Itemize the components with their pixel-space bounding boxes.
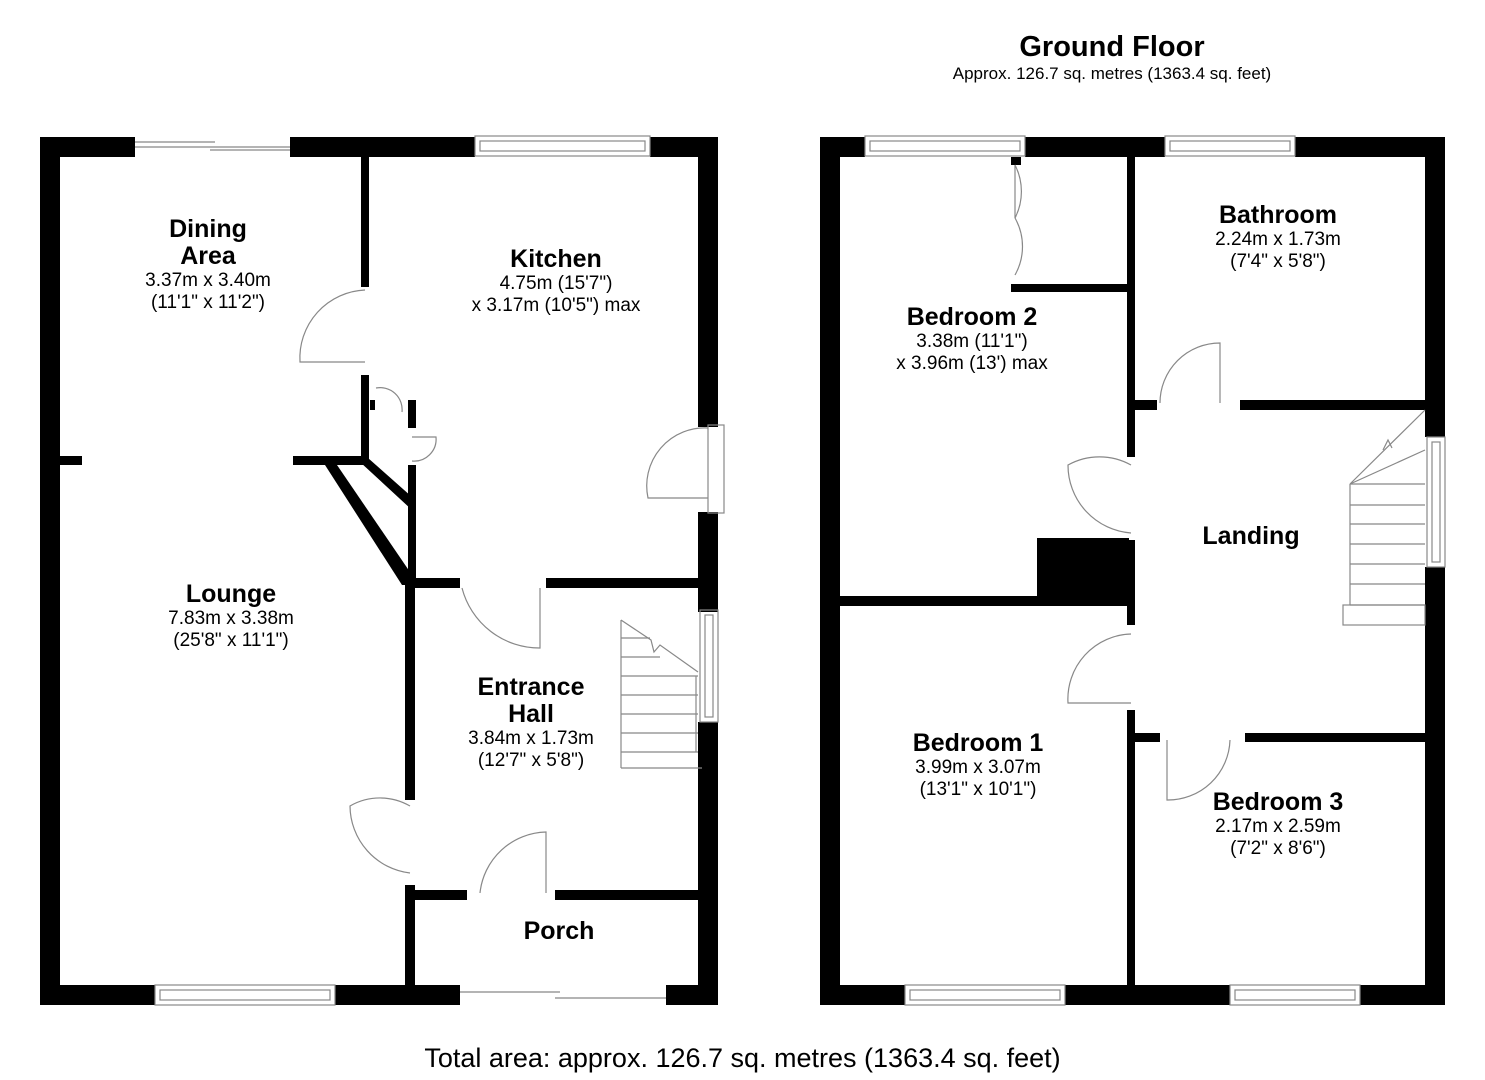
room-entrance-hall: Entrance Hall 3.84m x 1.73m (12'7" x 5'8… xyxy=(468,674,594,772)
floor-title: Ground Floor xyxy=(1019,31,1205,63)
room-dimensions-imperial: (13'1" x 10'1") xyxy=(919,779,1037,800)
room-porch: Porch xyxy=(524,918,595,945)
room-dimensions-metric: 2.17m x 2.59m xyxy=(1215,816,1341,837)
room-landing: Landing xyxy=(1202,523,1299,550)
room-dimensions-metric: 2.24m x 1.73m xyxy=(1215,229,1341,250)
right-plan-walls xyxy=(820,137,1445,1005)
room-dimensions-imperial: x 3.17m (10'5") max xyxy=(471,295,641,316)
room-name: Bedroom 3 xyxy=(1212,788,1344,816)
room-bathroom: Bathroom 2.24m x 1.73m (7'4" x 5'8") xyxy=(1215,202,1341,273)
room-name: Landing xyxy=(1202,522,1300,550)
room-name: Bedroom 2 xyxy=(906,303,1038,331)
room-bedroom-3: Bedroom 3 2.17m x 2.59m (7'2" x 8'6") xyxy=(1213,789,1344,860)
plan-header: Ground Floor Approx. 126.7 sq. metres (1… xyxy=(812,30,1412,84)
room-name-line2: Hall xyxy=(508,700,554,728)
room-dimensions-imperial: (12'7" x 5'8") xyxy=(477,750,585,771)
right-plan-windows-doors xyxy=(864,135,1446,1006)
room-dimensions-imperial: (25'8" x 11'1") xyxy=(173,630,289,651)
room-kitchen: Kitchen 4.75m (15'7") x 3.17m (10'5") ma… xyxy=(472,246,641,317)
left-staircase xyxy=(620,619,702,769)
total-area-footer: Total area: approx. 126.7 sq. metres (13… xyxy=(424,1043,1061,1073)
room-dimensions-metric: 3.99m x 3.07m xyxy=(915,757,1041,778)
room-dimensions-metric: 7.83m x 3.38m xyxy=(168,608,294,629)
room-dimensions-imperial: (11'1" x 11'2") xyxy=(150,292,266,313)
room-dimensions-imperial: (7'2" x 8'6") xyxy=(1230,838,1326,859)
room-dimensions-metric: 3.37m x 3.40m xyxy=(145,270,271,291)
room-name-line2: Area xyxy=(180,242,236,270)
room-dimensions-metric: 4.75m (15'7") xyxy=(499,273,613,294)
room-name: Bathroom xyxy=(1218,201,1338,229)
room-dining-area: Dining Area 3.37m x 3.40m (11'1" x 11'2"… xyxy=(145,216,271,314)
room-bedroom-2: Bedroom 2 3.38m (11'1") x 3.96m (13') ma… xyxy=(896,304,1047,375)
room-name: Kitchen xyxy=(510,245,602,273)
room-dimensions-metric: 3.84m x 1.73m xyxy=(468,728,594,749)
left-plan-walls xyxy=(40,137,718,1005)
room-bedroom-1: Bedroom 1 3.99m x 3.07m (13'1" x 10'1") xyxy=(913,730,1044,801)
room-dimensions-imperial: (7'4" x 5'8") xyxy=(1230,251,1326,272)
room-name: Lounge xyxy=(185,580,277,608)
room-name: Porch xyxy=(523,917,595,945)
left-plan-windows-doors xyxy=(135,135,725,1006)
room-dimensions-metric: 3.38m (11'1") xyxy=(916,331,1028,352)
room-name: Dining xyxy=(169,215,247,243)
floor-area-subtitle: Approx. 126.7 sq. metres (1363.4 sq. fee… xyxy=(952,64,1272,83)
room-lounge: Lounge 7.83m x 3.38m (25'8" x 11'1") xyxy=(168,581,294,652)
room-name: Entrance xyxy=(477,673,585,701)
right-staircase xyxy=(1342,409,1426,626)
room-dimensions-imperial: x 3.96m (13') max xyxy=(896,353,1048,374)
room-name: Bedroom 1 xyxy=(912,729,1044,757)
